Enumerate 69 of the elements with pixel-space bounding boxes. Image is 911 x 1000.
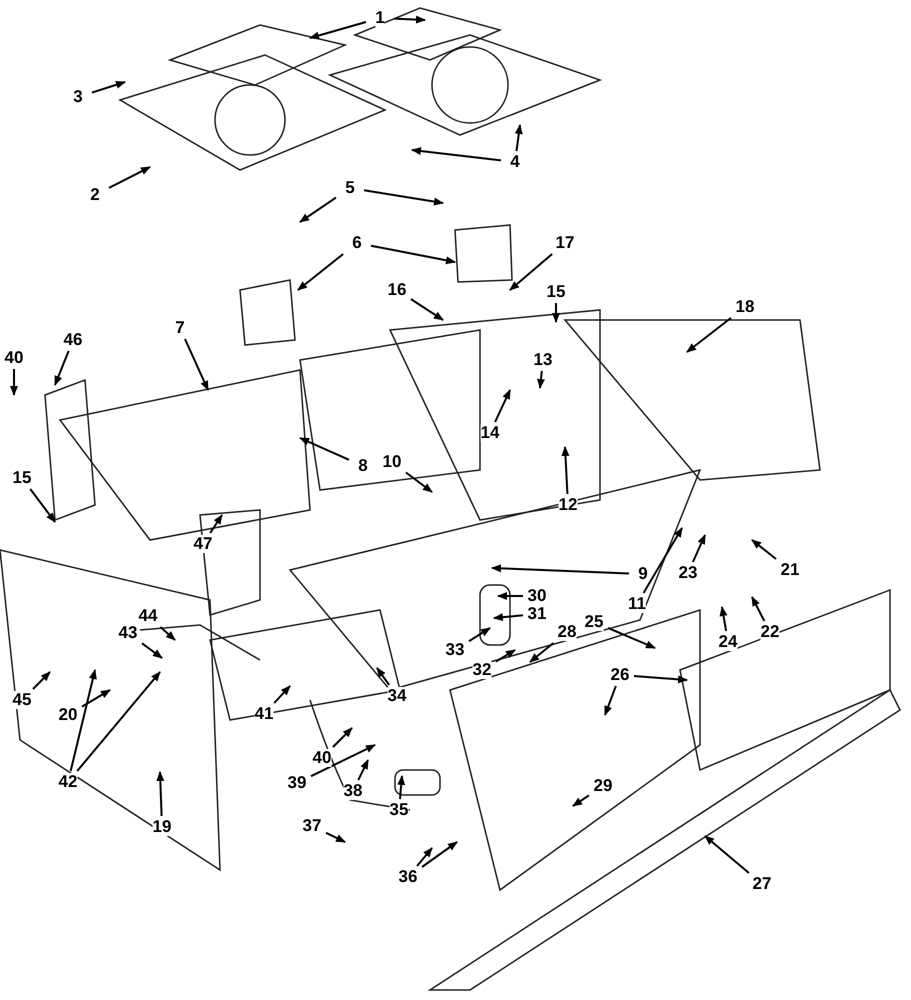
leader-line	[273, 685, 291, 704]
callout-number: 19	[152, 818, 172, 836]
leader-line	[82, 689, 111, 708]
callout-number: 38	[344, 782, 362, 800]
leader-line	[376, 667, 390, 686]
callout-number: 45	[12, 691, 32, 709]
leader-line	[692, 534, 706, 562]
leader-line	[634, 675, 688, 684]
leader-line	[70, 669, 97, 772]
leader-line	[326, 832, 346, 843]
leader-line	[364, 189, 444, 206]
callout-number: 32	[472, 661, 492, 679]
leader-line	[410, 298, 444, 321]
leader-line	[299, 196, 337, 223]
leader-line	[32, 671, 51, 690]
leader-line	[394, 16, 426, 24]
leader-line	[416, 847, 433, 867]
leader-line	[156, 771, 164, 816]
leader-line	[405, 472, 433, 493]
callout-number: 40	[312, 749, 332, 767]
leader-line	[608, 627, 656, 649]
leader-line	[92, 80, 126, 94]
leader-line	[497, 592, 523, 600]
leader-line	[209, 514, 223, 534]
leader-line	[297, 253, 344, 291]
leader-line	[552, 303, 560, 323]
leader-line	[494, 389, 511, 422]
callout-number: 24	[718, 633, 738, 651]
leader-line	[514, 124, 523, 152]
leader-line	[468, 627, 491, 642]
leader-line	[54, 350, 70, 386]
leader-line	[332, 727, 353, 748]
leader-line	[160, 626, 176, 641]
leader-line	[370, 244, 456, 264]
callout-number: 25	[584, 613, 604, 631]
leader-line	[184, 338, 209, 391]
callout-number: 47	[194, 535, 212, 553]
leader-line	[299, 437, 350, 461]
leader-line	[493, 613, 524, 622]
leader-line	[572, 794, 590, 807]
leader-line	[529, 642, 554, 663]
leader-line	[29, 488, 56, 523]
leader-line	[495, 649, 516, 662]
callout-number: 22	[760, 623, 780, 641]
leader-line	[704, 835, 750, 874]
leader-line	[536, 370, 545, 389]
leader-line	[642, 527, 683, 594]
leader-line	[76, 671, 161, 772]
leader-line	[720, 606, 728, 632]
leader-line	[108, 166, 151, 189]
leader-line	[141, 642, 163, 659]
callout-number: 28	[558, 623, 576, 641]
leader-line	[10, 369, 18, 396]
leader-line	[310, 744, 376, 778]
leader-line	[421, 841, 458, 868]
leader-line	[686, 317, 732, 353]
leader-line	[604, 686, 617, 716]
leader-line	[751, 539, 777, 560]
callout-number: 11	[628, 595, 646, 613]
leader-line	[397, 775, 406, 800]
leader-line	[309, 21, 366, 40]
leader-line	[411, 147, 502, 162]
leader-line	[491, 564, 630, 574]
callout-number: 14	[480, 424, 500, 442]
callout-number: 1	[375, 9, 385, 27]
leader-line	[357, 759, 369, 780]
leader-line	[751, 596, 766, 622]
leader-line	[509, 253, 553, 291]
leader-line	[561, 446, 570, 494]
